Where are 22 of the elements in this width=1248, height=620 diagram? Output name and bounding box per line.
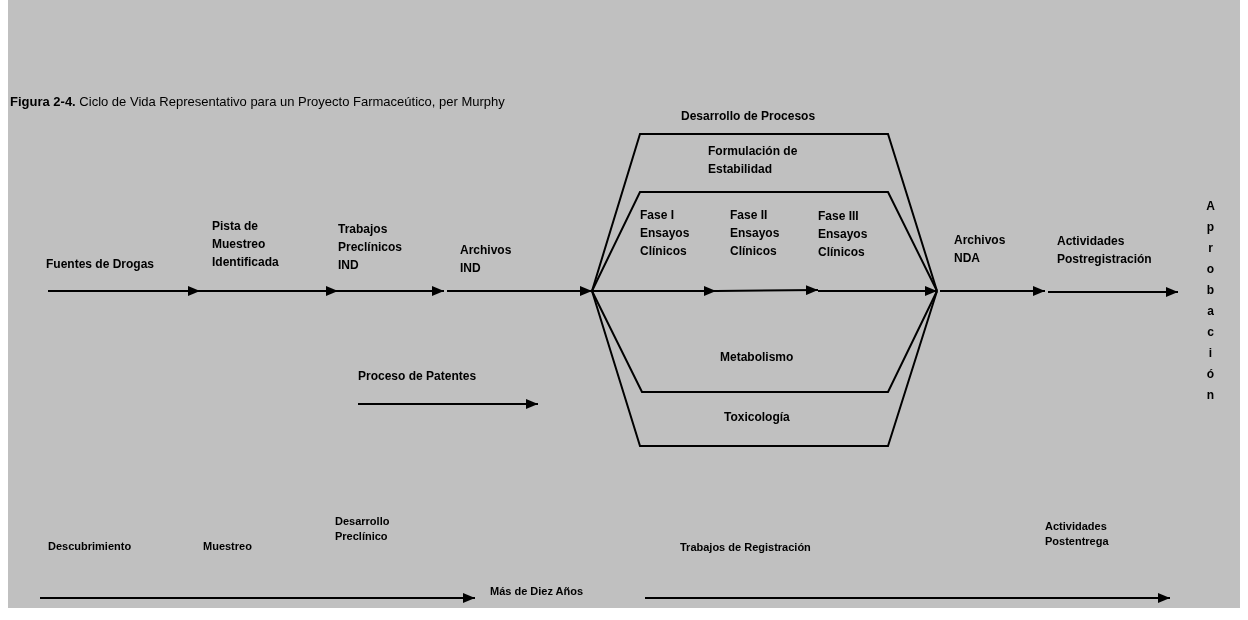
stage-label: Proceso de Patentes bbox=[358, 368, 477, 385]
stage-label: Actividades Postregistración bbox=[1057, 233, 1153, 268]
phase-label: Desarrollo Preclínico bbox=[335, 514, 391, 544]
stage-label: Pista de Muestreo Identificada bbox=[212, 218, 280, 271]
phase-label: Actividades Postentrega bbox=[1045, 519, 1110, 549]
stage-label: Trabajos Preclínicos IND bbox=[338, 221, 404, 274]
figure-title: Figura 2-4. Ciclo de Vida Representativo para un Proyecto Farmaceútico, per Murphy bbox=[10, 93, 505, 111]
stage-label: Fase III Ensayos Clínicos bbox=[818, 208, 869, 261]
duration-label: Más de Diez Años bbox=[490, 584, 584, 599]
phase-label: Muestreo bbox=[203, 539, 252, 554]
vertical-label: Aprobación bbox=[1206, 198, 1215, 404]
stage-label: Fase I Ensayos Clínicos bbox=[640, 207, 691, 260]
stage-label: Metabolismo bbox=[720, 349, 794, 366]
stage-label: Desarrollo de Procesos bbox=[681, 108, 816, 125]
phase-label: Trabajos de Registración bbox=[680, 540, 811, 555]
stage-label: Fase II Ensayos Clínicos bbox=[730, 207, 781, 260]
stage-label: Formulación de Estabilidad bbox=[708, 143, 799, 178]
phase-label: Descubrimiento bbox=[48, 539, 132, 554]
stage-label: Archivos IND bbox=[460, 242, 513, 277]
stage-label: Archivos NDA bbox=[954, 232, 1007, 267]
stage-label: Fuentes de Drogas bbox=[46, 256, 155, 273]
stage-label: Toxicología bbox=[724, 409, 790, 426]
